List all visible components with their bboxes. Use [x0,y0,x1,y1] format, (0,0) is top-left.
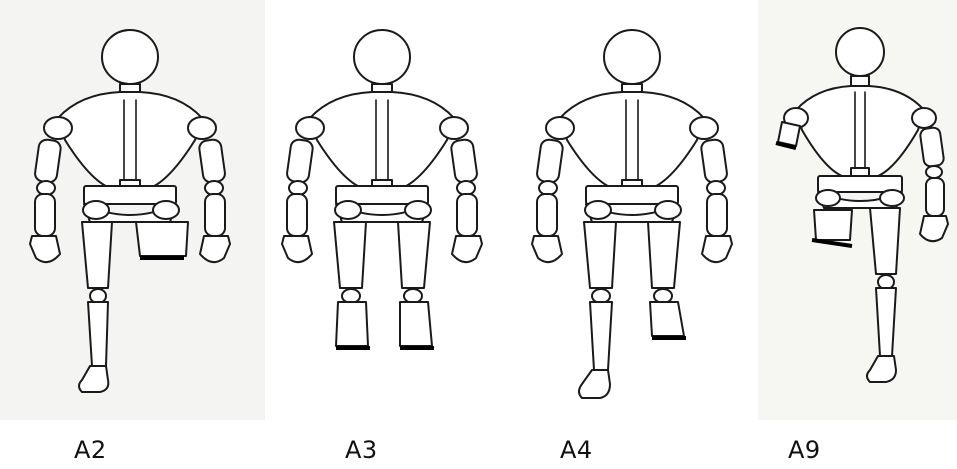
figure-label-a3: A3 [345,436,378,464]
figure-a4-drawing [522,30,742,405]
figure-a9 [760,30,957,405]
figure-a3 [272,30,492,405]
mannequin-body [776,28,948,382]
figure-a9-drawing [760,30,957,405]
figure-label-a4: A4 [560,436,593,464]
figure-a2 [20,30,240,405]
figure-a2-drawing [20,30,240,405]
figure-a3-drawing [272,30,492,405]
mannequin-body [532,30,732,398]
mannequin-body [282,30,482,348]
figure-a4 [522,30,742,405]
figure-label-a9: A9 [788,436,821,464]
mannequin-body [30,30,230,392]
figure-label-a2: A2 [74,436,107,464]
